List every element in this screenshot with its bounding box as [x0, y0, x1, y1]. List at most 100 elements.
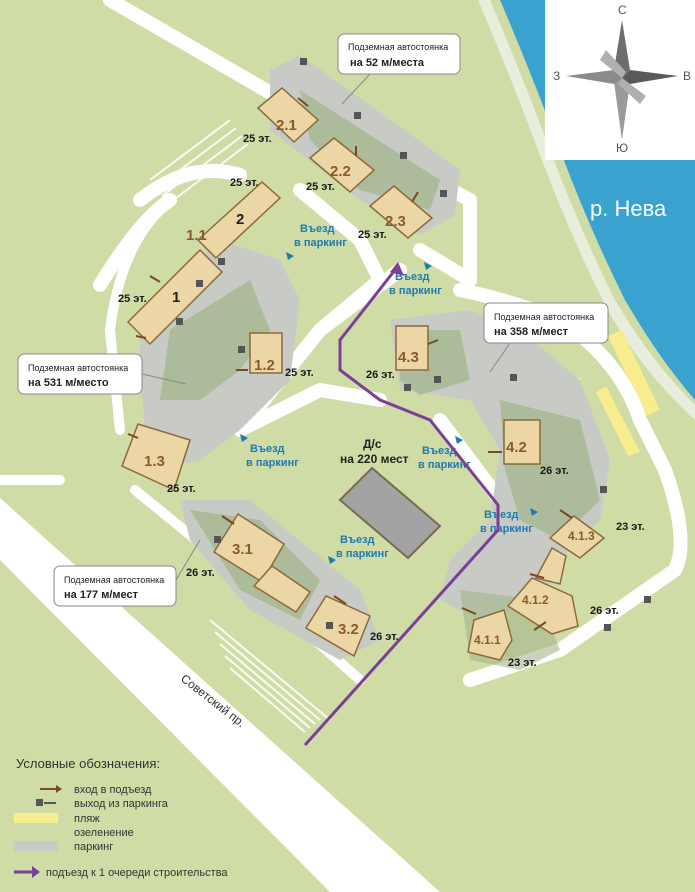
- entrance-5a: Въезд: [484, 509, 519, 521]
- compass-south: Ю: [616, 141, 628, 155]
- floor-4-3: 26 эт.: [366, 369, 395, 381]
- entrance-3-marker: [240, 434, 248, 442]
- beach-strip-2: [596, 386, 640, 456]
- floor-4-1-3: 23 эт.: [616, 521, 645, 533]
- entrance-5-marker: [530, 508, 538, 516]
- floor-2-3: 25 эт.: [358, 229, 387, 241]
- svg-text:на 531 м/место: на 531 м/место: [28, 377, 109, 389]
- entrance-6a: Въезд: [340, 534, 375, 546]
- route-arrow-head: [390, 262, 404, 276]
- parking-callout-177: Подземная автостоянка на 177 м/мест: [53, 565, 177, 607]
- callout-pointers: [141, 73, 511, 581]
- entrance-6-marker: [328, 556, 336, 564]
- label-2: 2: [236, 211, 244, 228]
- parking-callout-358: Подземная автостоянка на 358 м/мест: [483, 302, 609, 344]
- floor-3-1: 26 эт.: [186, 567, 215, 579]
- building-2-3: [368, 185, 434, 239]
- building-1-2-wing: [196, 180, 282, 260]
- building-1-2: [249, 332, 283, 374]
- building-4-1-2: [506, 577, 579, 635]
- entrance-2-marker: [424, 262, 432, 270]
- floor-1-3: 25 эт.: [167, 483, 196, 495]
- svg-text:Подземная автостоянка: Подземная автостоянка: [494, 312, 594, 322]
- entrance-1b: в паркинг: [294, 237, 347, 249]
- building-4-1-1: [467, 609, 513, 661]
- floor-1-2: 25 эт.: [285, 367, 314, 379]
- entrance-arrows: [127, 97, 573, 631]
- entrance-5b: в паркинг: [480, 523, 533, 535]
- courtyard-west: [160, 280, 270, 400]
- label-2-3: 2.3: [385, 213, 406, 230]
- entrance-1-marker: [286, 252, 294, 260]
- compass-west: З: [553, 69, 560, 83]
- building-2-1: [256, 87, 320, 144]
- legend-title: Условные обозначения:: [16, 756, 160, 771]
- svg-text:на 177 м/мест: на 177 м/мест: [64, 589, 139, 601]
- parking-exit-markers: [176, 58, 651, 631]
- label-4-1-2: 4.1.2: [522, 593, 549, 607]
- legend-item-greenery: озеленение: [74, 827, 134, 839]
- label-1-1: 1.1: [186, 227, 207, 244]
- building-3-1b: [252, 565, 312, 614]
- kindergarten: Д/с на 220 мест: [338, 437, 442, 560]
- entrance-1a: Въезд: [300, 223, 335, 235]
- kindergarten-line1: Д/с: [363, 437, 382, 451]
- river-label: р. Нева: [590, 196, 667, 221]
- kindergarten-line2: на 220 мест: [340, 452, 409, 466]
- label-3-2: 3.2: [338, 621, 359, 638]
- label-1-3: 1.3: [144, 453, 165, 470]
- entrance-2b: в паркинг: [389, 285, 442, 297]
- legend-item-route: подъезд к 1 очереди строительства: [46, 867, 228, 879]
- label-1-2: 1.2: [254, 357, 275, 374]
- parking-callout-52: Подземная автостоянка на 52 м/места: [337, 33, 461, 75]
- building-4-2: [503, 419, 541, 465]
- building-3-2: [304, 595, 371, 658]
- buildings: [121, 87, 606, 661]
- label-2-1: 2.1: [276, 117, 297, 134]
- entrance-6b: в паркинг: [336, 548, 389, 560]
- building-4-1-3: [548, 515, 606, 559]
- construction-route: [303, 269, 500, 747]
- legend-item-parking: паркинг: [74, 841, 113, 853]
- floor-4-2: 26 эт.: [540, 465, 569, 477]
- building-1-3: [121, 423, 191, 492]
- parking-callout-531: Подземная автостоянка на 531 м/место: [17, 353, 143, 395]
- floor-2-1: 25 эт.: [243, 133, 272, 145]
- svg-text:на 52 м/места: на 52 м/места: [350, 57, 425, 69]
- building-3-1: [212, 512, 286, 584]
- compass-east: В: [683, 69, 691, 83]
- parking-entrance-labels: Въезд в паркинг Въезд в паркинг Въезд в …: [240, 223, 538, 564]
- compass-north: С: [618, 3, 627, 17]
- label-2-2: 2.2: [330, 163, 351, 180]
- floor-4-1-1: 23 эт.: [508, 657, 537, 669]
- legend-item-entrance: вход в подъезд: [74, 784, 152, 796]
- entrance-4a: Въезд: [422, 445, 457, 457]
- floor-1: 25 эт.: [118, 293, 147, 305]
- svg-text:Подземная автостоянка: Подземная автостоянка: [64, 575, 164, 585]
- svg-text:Подземная автостоянка: Подземная автостоянка: [348, 42, 448, 52]
- entrance-3b: в паркинг: [246, 457, 299, 469]
- entrance-4-marker: [455, 436, 463, 444]
- label-1: 1: [172, 289, 180, 306]
- entrance-2a: Въезд: [395, 271, 430, 283]
- compass: С Ю З В: [545, 0, 695, 160]
- svg-text:Подземная автостоянка: Подземная автостоянка: [28, 363, 128, 373]
- floor-4-1-2: 26 эт.: [590, 605, 619, 617]
- entrance-3a: Въезд: [250, 443, 285, 455]
- label-4-3: 4.3: [398, 349, 419, 366]
- legend: Условные обозначения: вход в подъезд вых…: [14, 756, 228, 879]
- legend-item-beach: пляж: [74, 813, 100, 825]
- label-4-2: 4.2: [506, 439, 527, 456]
- floor-labels: 25 эт. 25 эт. 25 эт. 25 эт. 25 эт. 25 эт…: [118, 133, 645, 669]
- floor-3-2: 26 эт.: [370, 631, 399, 643]
- legend-item-exit: выход из паркинга: [74, 798, 169, 810]
- building-labels: 2.1 2.2 2.3 1.1 2 1 1.2 1.3 4.3 4.2 4.1.…: [144, 117, 595, 647]
- label-3-1: 3.1: [232, 541, 253, 558]
- building-4-1-connector: [534, 546, 567, 585]
- label-4-1-3: 4.1.3: [568, 529, 595, 543]
- floor-2-2: 25 эт.: [306, 181, 335, 193]
- building-2-2: [308, 137, 376, 194]
- building-4-3: [395, 325, 429, 371]
- floor-1-1-top: 25 эт.: [230, 177, 259, 189]
